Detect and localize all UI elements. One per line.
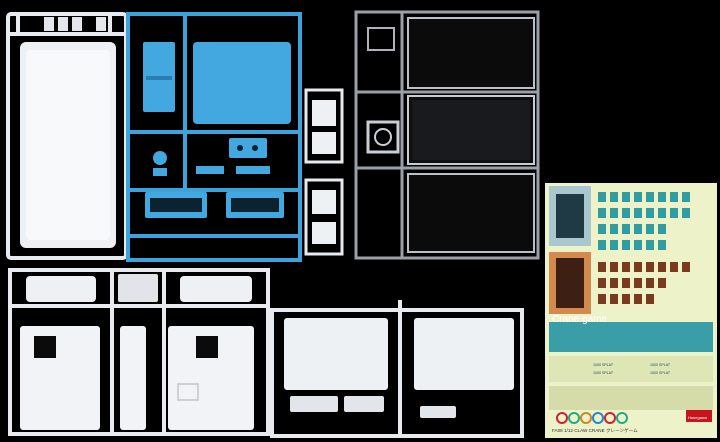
white-panels-bottom-center (284, 318, 514, 418)
decal-footer-text: FA08 1/12 CLAW CRANE クレーンゲーム (552, 427, 638, 434)
clear-panels (366, 17, 535, 253)
decal-spot-label-3: 1000 SPLAT (593, 371, 614, 375)
decal-spot-label-1: 1000 SPLAT (593, 363, 614, 367)
decal-color-circles (556, 412, 628, 424)
white-panel-large (20, 42, 116, 248)
blue-parts (143, 42, 291, 218)
clear-sprue (354, 10, 540, 260)
white-small-tabs (44, 17, 106, 31)
white-sprue-bottom-center (270, 300, 524, 438)
white-panels-bottom-left (20, 274, 254, 430)
decal-teal-rows (598, 192, 690, 250)
blue-sprue (126, 12, 302, 262)
decal-title: Crane game (552, 314, 607, 325)
white-sprue-bottom-left (8, 268, 270, 436)
white-small-sprue-lower (304, 178, 344, 256)
decal-sheet (545, 183, 717, 438)
decal-logo: Hasegawa (688, 415, 708, 420)
white-small-sprue-upper (304, 88, 344, 164)
decal-spot-label-4: 1000 SPLAT (650, 371, 671, 375)
decal-brown-rows (598, 262, 690, 304)
decal-spot-label-2: 1000 SPLAT (650, 363, 671, 367)
